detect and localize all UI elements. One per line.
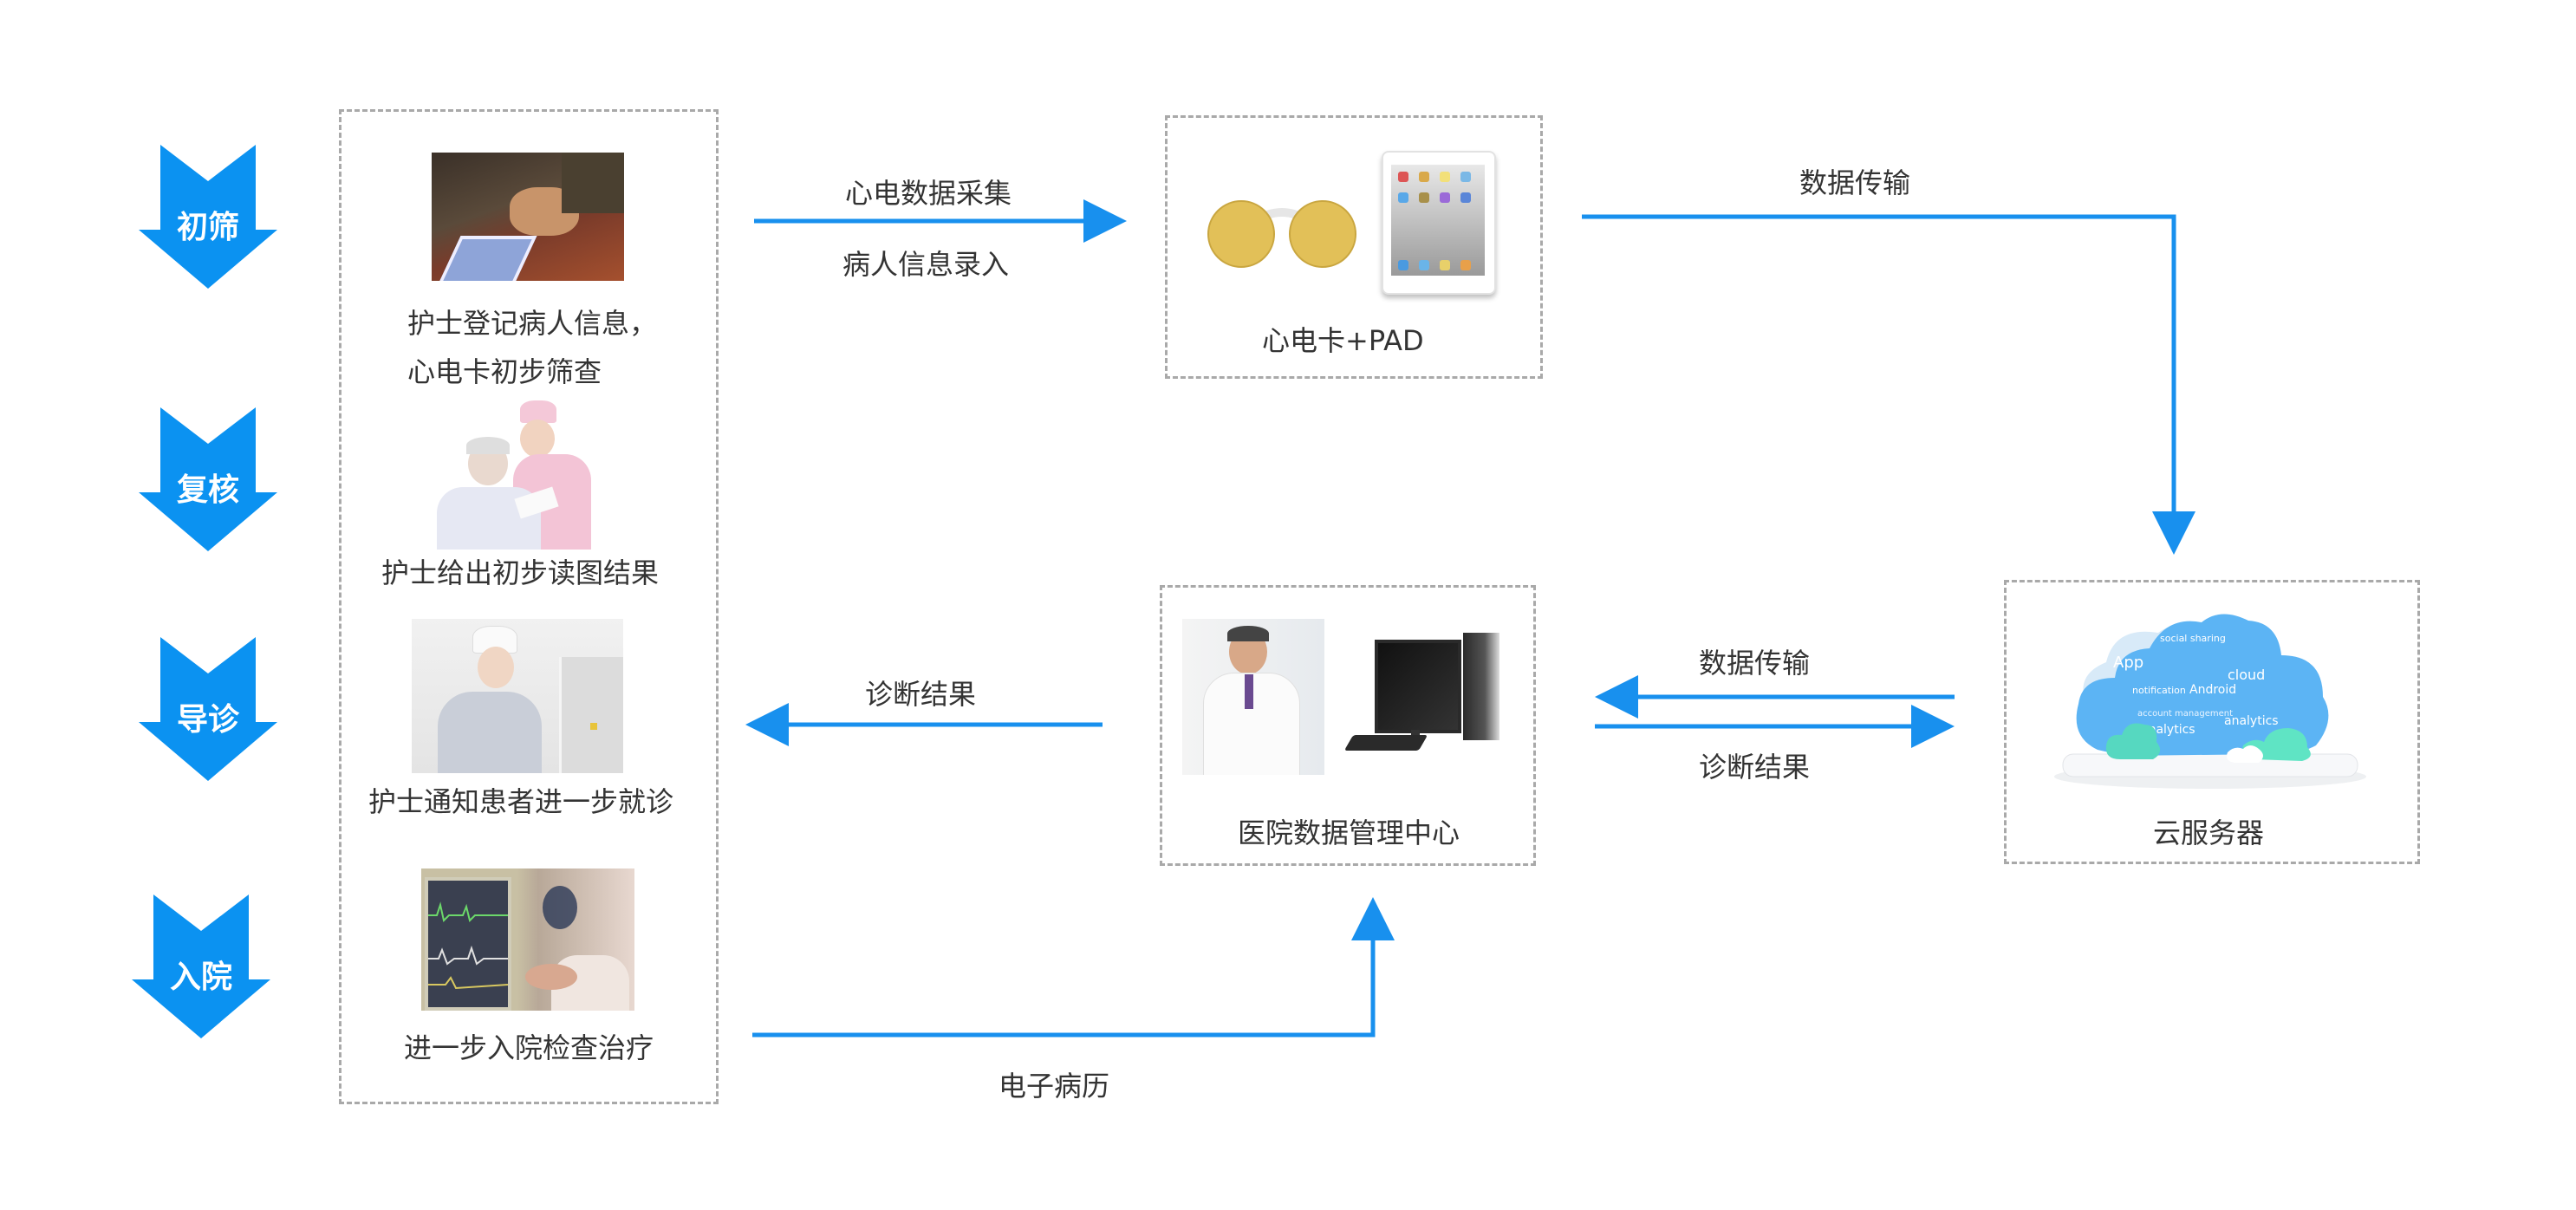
nurse-registering-patient-photo — [432, 153, 624, 281]
edge-label-hospital-to-cloud: 诊断结果 — [1699, 751, 1811, 784]
stage-arrow-review: 复核 — [139, 407, 277, 551]
ecg-card-icon — [1207, 200, 1356, 268]
arrow-device-to-cloud — [1582, 214, 2195, 555]
stage-arrow-triage: 导诊 — [139, 637, 277, 781]
step-1-caption-line-1: 护士登记病人信息， — [407, 307, 658, 340]
stage-label: 初筛 — [176, 210, 239, 245]
edge-label-device-to-cloud: 数据传输 — [1799, 166, 1911, 199]
doctor-photo — [1182, 619, 1324, 775]
cloud-server-icon: App cloud Android notification social sh… — [2054, 614, 2366, 789]
nurse-with-elderly-patient-photo — [430, 400, 608, 550]
step-2-caption: 护士给出初步读图结果 — [381, 556, 660, 589]
arrow-emr-to-hospital — [752, 897, 1395, 1038]
workflow-steps-box — [339, 109, 719, 1104]
hospital-node-label: 医院数据管理中心 — [1238, 816, 1460, 849]
cloud-node-label: 云服务器 — [2153, 816, 2265, 849]
tablet-icon — [1382, 151, 1496, 295]
cloud-word: cloud — [2228, 667, 2265, 683]
cloud-node-box — [2004, 580, 2420, 864]
edge-label-diagnosis-result: 诊断结果 — [865, 678, 977, 711]
cloud-word: account management — [2137, 709, 2233, 719]
hospital-node-box — [1160, 585, 1536, 866]
step-3-caption: 护士通知患者进一步就诊 — [368, 785, 674, 818]
device-node-box — [1165, 115, 1543, 379]
edge-label-electronic-medical-record: 电子病历 — [999, 1070, 1110, 1103]
stage-label: 复核 — [176, 472, 239, 508]
down-arrow-icon — [139, 637, 277, 781]
stage-arrow-screening: 初筛 — [139, 145, 277, 289]
cloud-word: Android — [2189, 683, 2236, 697]
down-arrow-icon — [132, 894, 270, 1038]
stage-arrow-admission: 入院 — [132, 894, 270, 1038]
cloud-word: analytics — [2224, 714, 2279, 728]
desktop-computer-icon — [1343, 633, 1522, 754]
edge-label-ecg-collection: 心电数据采集 — [845, 177, 1012, 210]
device-node-label: 心电卡+PAD — [1262, 324, 1424, 357]
hospital-monitor-photo — [421, 868, 634, 1011]
step-1-caption-line-2: 心电卡初步筛查 — [407, 355, 602, 388]
edge-label-patient-info-entry: 病人信息录入 — [842, 248, 1010, 281]
cloud-word: notification — [2132, 685, 2186, 696]
stage-label: 导诊 — [176, 702, 239, 738]
step-4-caption: 进一步入院检查治疗 — [404, 1031, 654, 1064]
down-arrow-icon — [139, 145, 277, 289]
cloud-word: social sharing — [2160, 633, 2226, 644]
nurse-on-phone-photo — [412, 619, 623, 773]
down-arrow-icon — [139, 407, 277, 551]
stage-label: 入院 — [169, 960, 232, 995]
edge-label-cloud-to-hospital: 数据传输 — [1699, 647, 1811, 680]
cloud-word: App — [2113, 654, 2143, 672]
